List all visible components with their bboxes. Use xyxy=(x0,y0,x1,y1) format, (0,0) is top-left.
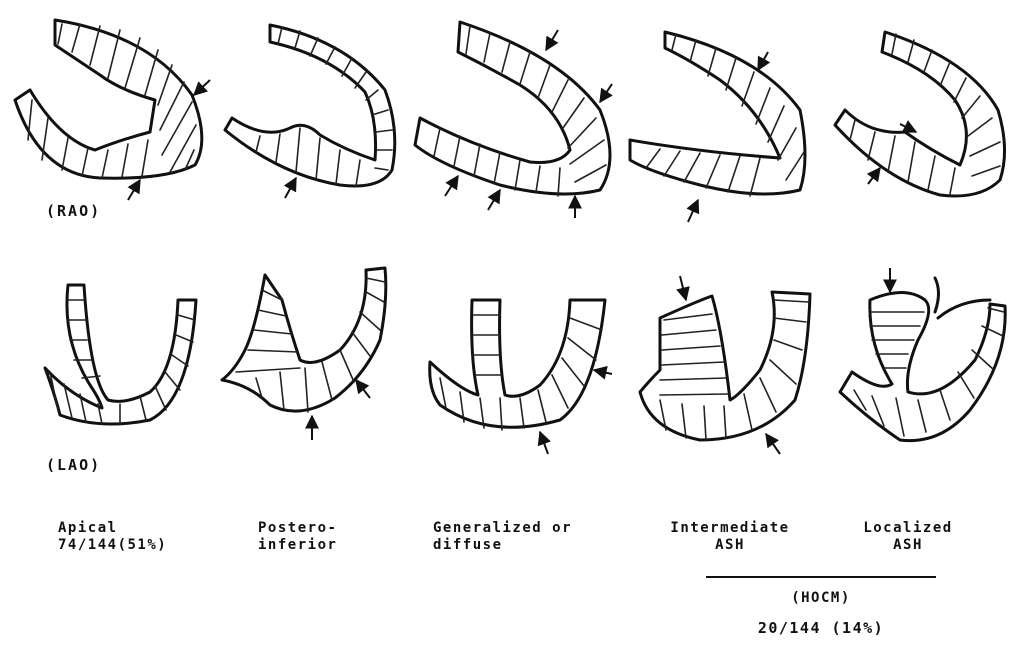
caption-postero-inferior: Postero- inferior xyxy=(258,520,338,553)
lao-intermediate-ash-ventricle xyxy=(638,275,812,455)
lao-view-label: (LAO) xyxy=(46,456,102,474)
rao-apical-ventricle xyxy=(13,18,211,201)
lao-localized-ash-ventricle xyxy=(838,268,1007,443)
hocm-bracket-line xyxy=(706,576,936,578)
caption-generalized: Generalized or diffuse xyxy=(433,520,573,553)
rao-postero-inferior-ventricle xyxy=(223,23,397,199)
caption-intermediate-ash: Intermediate ASH xyxy=(670,520,790,553)
lao-apical-ventricle xyxy=(43,283,198,426)
rao-view-label: (RAO) xyxy=(46,202,102,220)
lao-generalized-ventricle xyxy=(428,298,613,455)
rao-generalized-ventricle xyxy=(413,20,613,218)
rao-localized-ash-ventricle xyxy=(833,30,1007,198)
lao-postero-inferior-ventricle xyxy=(220,266,388,440)
caption-localized-ash: Localized ASH xyxy=(863,520,953,553)
hocm-count: 20/144 (14%) xyxy=(757,619,885,637)
rao-intermediate-ash-ventricle xyxy=(628,30,807,223)
hocm-label: (HOCM) xyxy=(791,590,851,606)
caption-apical: Apical 74/144(51%) xyxy=(58,520,168,553)
